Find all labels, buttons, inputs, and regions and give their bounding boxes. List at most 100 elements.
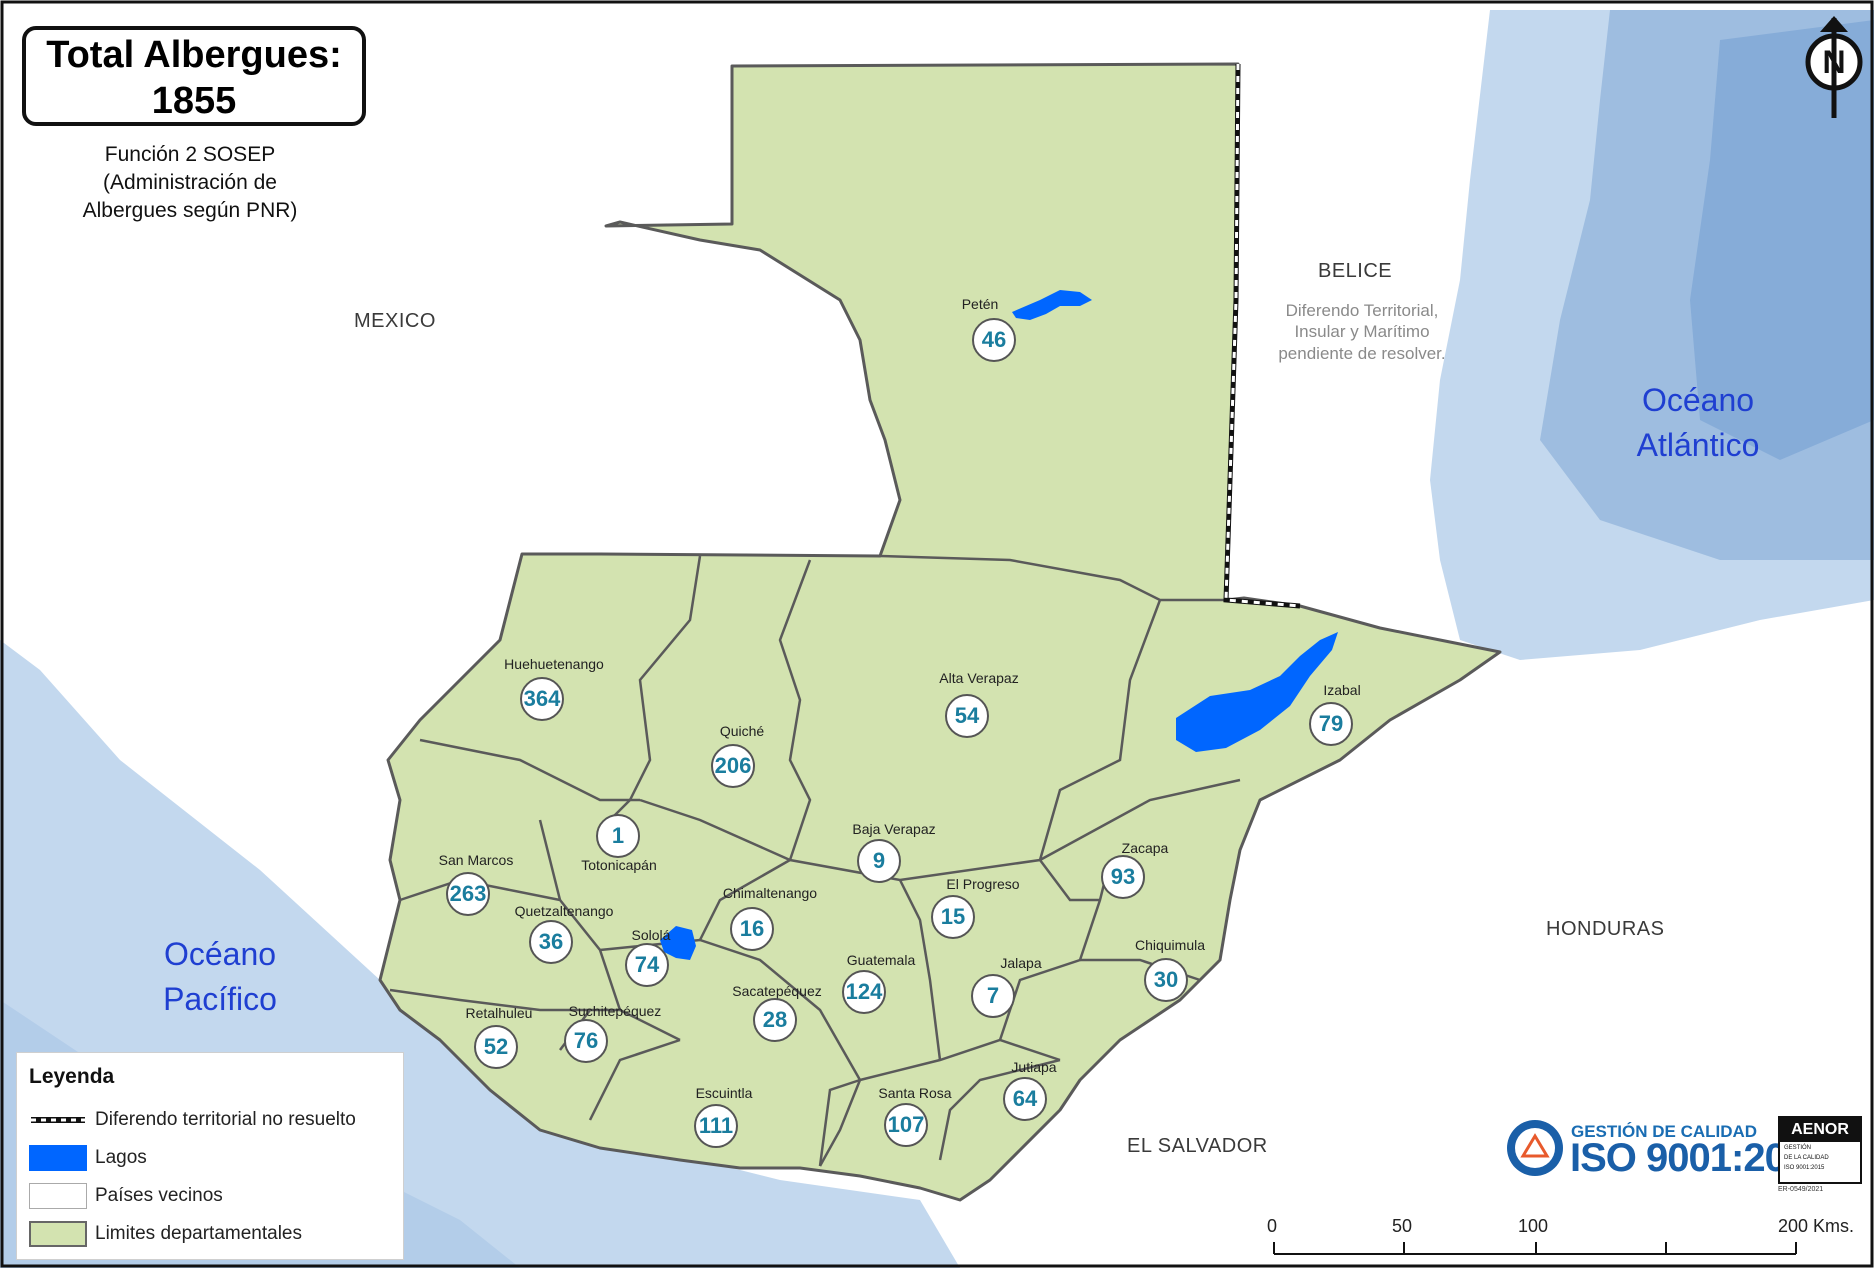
boundary xyxy=(879,554,1226,602)
legend-label: Países vecinos xyxy=(95,1185,223,1206)
neighbor-country-swatch xyxy=(29,1183,87,1209)
department-name: Alta Verapaz xyxy=(939,670,1019,686)
dispute-note-line: Diferendo Territorial, xyxy=(1285,301,1439,320)
aenor-sub: ISO 9001:2015 xyxy=(1784,1165,1825,1171)
aenor-sub: DE LA CALIDAD xyxy=(1784,1155,1829,1161)
department-name: Chiquimula xyxy=(1134,937,1206,953)
shelter-count-badge: 16 xyxy=(730,907,774,951)
legend-item-neighbors: Países vecinos xyxy=(23,1177,397,1215)
subtitle-line: Albergues según PNR) xyxy=(82,199,298,222)
ocean-label-pacifico: Océano Pacífico xyxy=(130,932,310,1022)
shelter-count-badge: 15 xyxy=(931,895,975,939)
lakes xyxy=(660,290,1338,960)
shelter-count-badge: 36 xyxy=(529,920,573,964)
aenor-logo: AENOR GESTIÓN DE LA CALIDAD ISO 9001:201… xyxy=(1778,1116,1862,1184)
shelter-count-badge: 263 xyxy=(446,872,490,916)
lake-swatch xyxy=(29,1145,87,1171)
shelter-count-badge: 93 xyxy=(1101,855,1145,899)
legend-label: Lagos xyxy=(95,1147,147,1168)
legend-item-departments: Limites departamentales xyxy=(23,1215,397,1253)
department-name: Guatemala xyxy=(846,952,916,968)
boundary xyxy=(389,988,681,1042)
disputed-border xyxy=(1223,63,1301,609)
department-name: Zacapa xyxy=(1121,840,1169,856)
ocean-label-line: Pacífico xyxy=(163,980,277,1017)
iso-logo-line: GESTIÓN DE CALIDAD xyxy=(1571,1122,1758,1141)
shelter-count-badge: 107 xyxy=(884,1103,928,1147)
boundary xyxy=(599,555,702,831)
department-name: San Marcos xyxy=(438,852,514,868)
legend-title: Leyenda xyxy=(29,1065,115,1088)
boundary xyxy=(898,879,942,1061)
scale-label: 200 Kms. xyxy=(1778,1216,1855,1236)
scale-label: 50 xyxy=(1392,1216,1413,1236)
shelter-count-badge: 46 xyxy=(972,318,1016,362)
boundary xyxy=(859,1038,1061,1082)
boundary xyxy=(1038,599,1162,861)
dispute-note-line: pendiente de resolver. xyxy=(1278,343,1446,363)
ocean-label-line: Atlántico xyxy=(1636,426,1760,463)
department-name: Jalapa xyxy=(1000,955,1042,971)
boundary xyxy=(938,1058,1061,1161)
department-name: Izabal xyxy=(1323,682,1361,698)
map-subtitle: Función 2 SOSEP (Administración de Alber… xyxy=(40,141,340,225)
department-name: Jutiapa xyxy=(1011,1059,1057,1075)
department-name: Quiché xyxy=(719,723,765,739)
department-boundaries xyxy=(389,554,1241,1167)
dispute-note: Diferendo Territorial, Insular y Marítim… xyxy=(1262,300,1462,364)
legend-item-lakes: Lagos xyxy=(23,1139,397,1177)
iso-seal-inner xyxy=(1515,1128,1555,1168)
lake-peten-itza xyxy=(1012,290,1092,320)
department-name: Totonicapán xyxy=(581,857,657,873)
legend-label: Diferendo territorial no resuelto xyxy=(95,1109,356,1130)
boundary xyxy=(588,1038,681,1121)
shelter-count-badge: 206 xyxy=(711,744,755,788)
boundary xyxy=(778,559,812,861)
dispute-note-line: Insular y Marítimo xyxy=(1294,322,1430,342)
shelter-count-badge: 1 xyxy=(596,814,640,858)
boundary xyxy=(698,858,791,941)
total-count: 1855 xyxy=(151,80,237,122)
guatemala-land xyxy=(378,62,1502,1202)
iso-seal-icon xyxy=(1507,1120,1563,1176)
north-arrow: N xyxy=(1805,16,1863,118)
department-name: Escuintla xyxy=(695,1085,753,1101)
shelter-count-badge: 64 xyxy=(1003,1077,1047,1121)
shelter-count-badge: 30 xyxy=(1144,958,1188,1002)
scale-bar xyxy=(1273,1242,1797,1255)
country-label-belice: BELICE xyxy=(1318,260,1393,282)
boundary xyxy=(538,819,562,901)
shelter-count-badge: 79 xyxy=(1309,702,1353,746)
shelter-count-badge: 364 xyxy=(520,677,564,721)
country-label-mexico: MEXICO xyxy=(354,310,436,332)
department-name: Petén xyxy=(961,296,999,312)
legend-label: Limites departamentales xyxy=(95,1223,302,1244)
shelter-count-badge: 76 xyxy=(564,1019,608,1063)
lake-izabal xyxy=(1176,632,1338,752)
department-swatch xyxy=(29,1221,87,1247)
lake-atitlan xyxy=(660,926,696,960)
subtitle-line: (Administración de xyxy=(103,171,277,194)
legend-item-dispute: Diferendo territorial no resuelto xyxy=(23,1101,397,1139)
country-label-honduras: HONDURAS xyxy=(1546,918,1665,940)
ocean-label-line: Océano xyxy=(163,936,277,972)
boundary xyxy=(1039,859,1100,902)
department-name: Sacatepéquez xyxy=(732,983,822,999)
shelter-count-badge: 124 xyxy=(842,970,886,1014)
scale-label: 0 xyxy=(1267,1216,1278,1236)
iso-seal-triangle xyxy=(1520,1133,1550,1158)
department-name: El Progreso xyxy=(946,876,1020,892)
boundary xyxy=(419,738,640,802)
north-arrow-head xyxy=(1820,16,1848,32)
aenor-name: AENOR xyxy=(1780,1118,1860,1142)
ocean-label-atlantico: Océano Atlántico xyxy=(1608,378,1788,468)
total-shelters-box: Total Albergues: 1855 xyxy=(22,26,366,126)
shelter-count-badge: 9 xyxy=(857,839,901,883)
aenor-code: ER-0549/2021 xyxy=(1778,1186,1824,1193)
shelter-count-badge: 28 xyxy=(753,998,797,1042)
department-name: Sololá xyxy=(631,927,671,943)
department-name: Chimaltenango xyxy=(722,885,818,901)
country-outline xyxy=(378,62,1502,1202)
